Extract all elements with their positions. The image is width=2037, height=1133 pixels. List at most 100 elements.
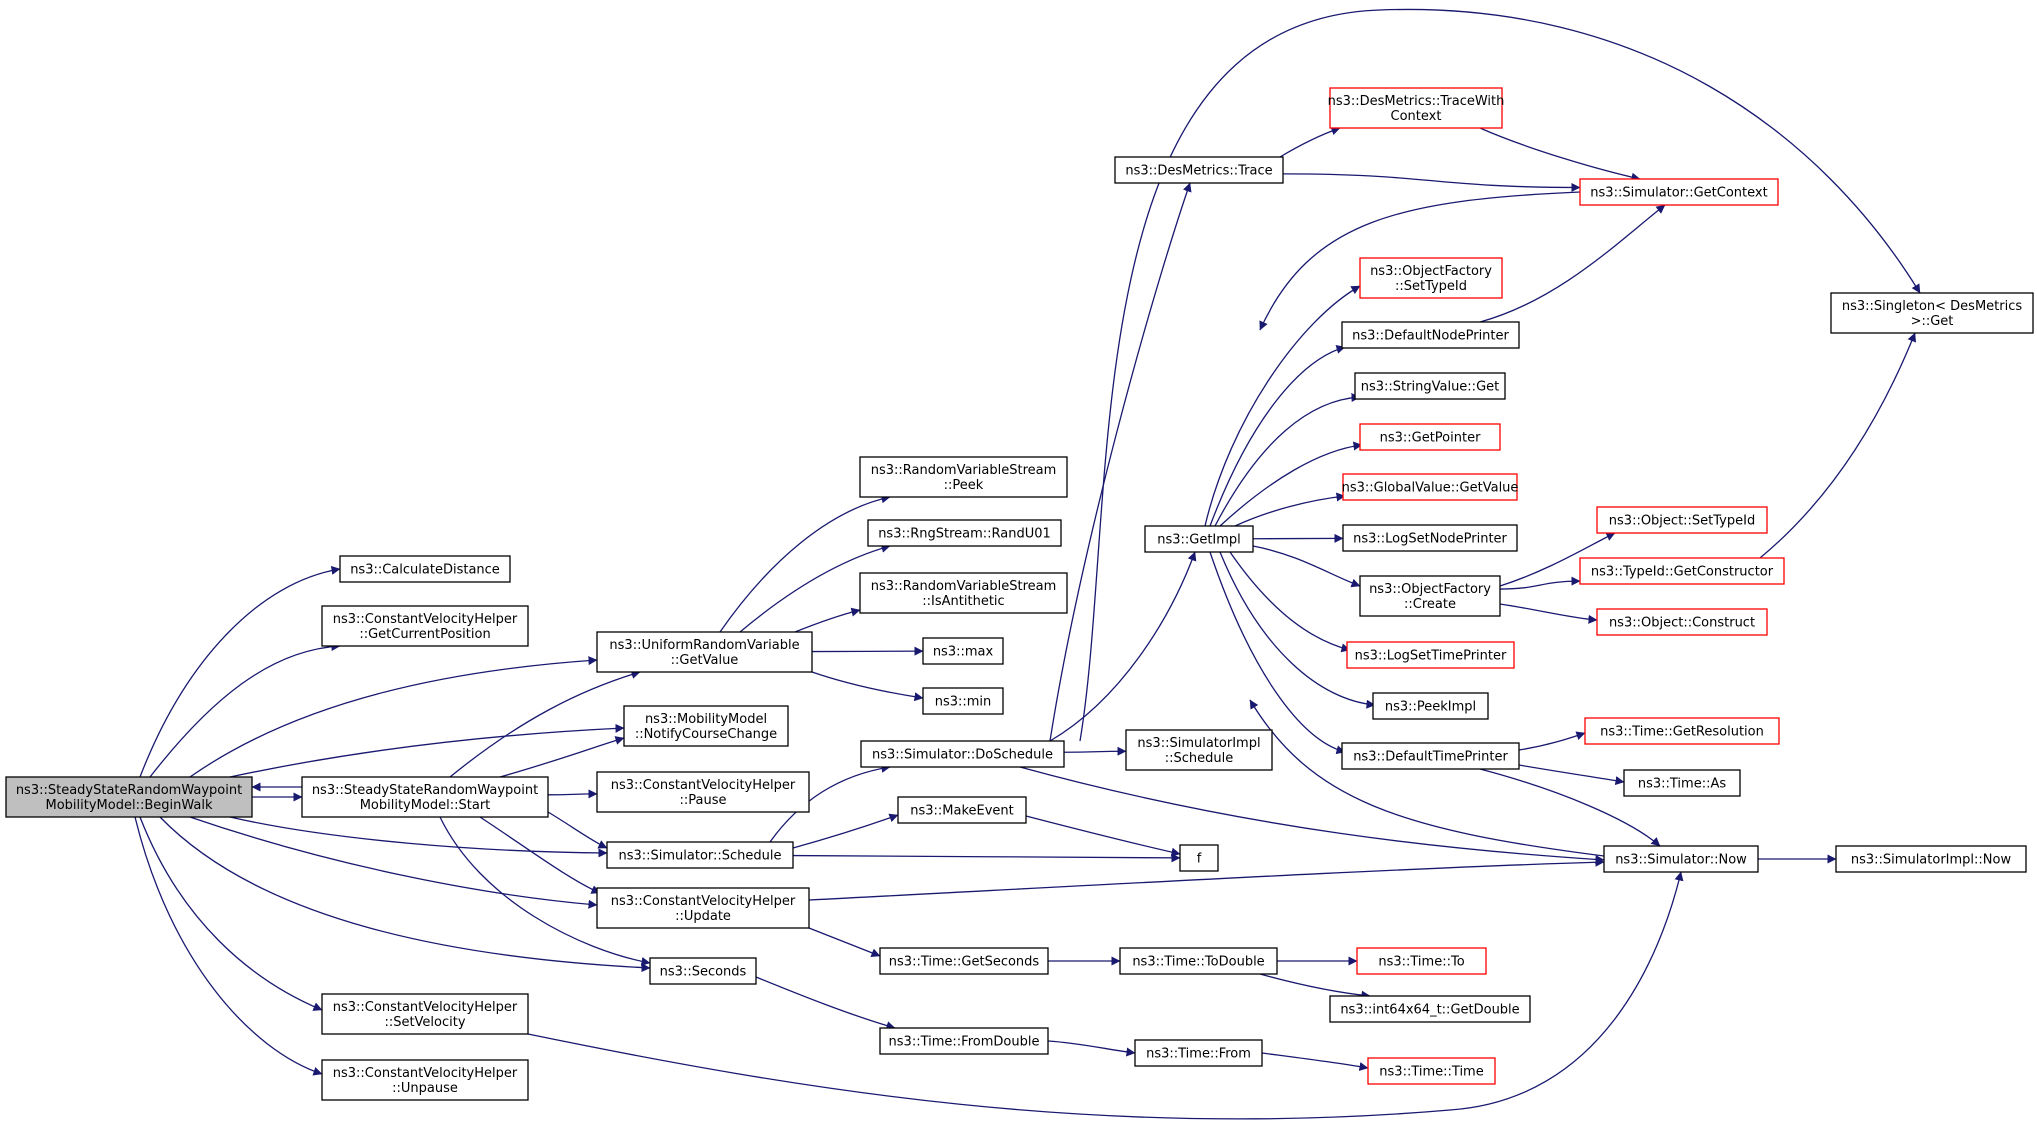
node-box[interactable] [596,771,810,813]
node-box[interactable] [860,740,1065,768]
node-getcurpos[interactable]: ns3::ConstantVelocityHelper::GetCurrentP… [321,605,529,647]
node-pause[interactable]: ns3::ConstantVelocityHelper::Pause [596,771,810,813]
node-notify[interactable]: ns3::MobilityModel::NotifyCourseChange [623,705,789,747]
node-box[interactable] [1835,845,2027,873]
node-box[interactable] [623,705,789,747]
node-getctx[interactable]: ns3::Simulator::GetContext [1579,178,1779,206]
node-seconds[interactable]: ns3::Seconds [649,957,757,985]
node-unpause[interactable]: ns3::ConstantVelocityHelper::Unpause [321,1059,529,1101]
node-box[interactable] [867,519,1062,547]
node-peek[interactable]: ns3::RandomVariableStream::Peek [859,456,1068,498]
node-box[interactable] [859,456,1068,498]
node-getdbl[interactable]: ns3::int64x64_t::GetDouble [1329,995,1531,1023]
node-box[interactable] [1596,608,1768,636]
node-box[interactable] [339,555,511,583]
node-schedule[interactable]: ns3::Simulator::Schedule [606,841,794,869]
node-box[interactable] [321,605,529,647]
node-box[interactable] [1341,321,1520,349]
node-simimplsched[interactable]: ns3::SimulatorImpl::Schedule [1125,729,1273,771]
node-timeto[interactable]: ns3::Time::To [1356,947,1487,975]
node-box[interactable] [1346,641,1515,669]
node-box[interactable] [649,957,757,985]
node-box[interactable] [321,1059,529,1101]
node-gvget[interactable]: ns3::GlobalValue::GetValue [1342,473,1519,501]
node-fromdbl[interactable]: ns3::Time::FromDouble [879,1027,1049,1055]
node-getres[interactable]: ns3::Time::GetResolution [1584,717,1780,745]
node-dosched[interactable]: ns3::Simulator::DoSchedule [860,740,1065,768]
node-update[interactable]: ns3::ConstantVelocityHelper::Update [596,887,810,929]
node-box[interactable] [922,637,1004,665]
node-getctor[interactable]: ns3::TypeId::GetConstructor [1579,557,1785,585]
node-peekimpl[interactable]: ns3::PeekImpl [1372,692,1489,720]
node-box[interactable] [1342,473,1518,501]
node-start[interactable]: ns3::SteadyStateRandomWaypointMobilityMo… [301,776,549,818]
node-box[interactable] [1114,156,1284,184]
node-box[interactable] [1329,87,1503,129]
node-box[interactable] [1356,947,1487,975]
node-box[interactable] [596,631,813,673]
node-box[interactable] [5,776,253,818]
node-box[interactable] [922,687,1004,715]
node-begin[interactable]: ns3::SteadyStateRandomWaypointMobilityMo… [5,776,253,818]
node-box[interactable] [1372,692,1489,720]
node-urvget[interactable]: ns3::UniformRandomVariable::GetValue [596,631,813,673]
node-objsettype[interactable]: ns3::Object::SetTypeId [1596,506,1768,534]
node-box[interactable] [1596,506,1768,534]
node-box[interactable] [606,841,794,869]
node-defnodeprn[interactable]: ns3::DefaultNodePrinter [1341,321,1520,349]
node-f[interactable]: f [1179,844,1219,872]
node-box[interactable] [1342,524,1518,552]
node-simimplnow[interactable]: ns3::SimulatorImpl::Now [1835,845,2027,873]
node-box[interactable] [1354,372,1506,400]
node-max[interactable]: ns3::max [922,637,1004,665]
node-box[interactable] [1623,769,1741,797]
node-makeevent[interactable]: ns3::MakeEvent [897,796,1027,824]
node-singleton[interactable]: ns3::Singleton< DesMetrics>::Get [1830,292,2034,334]
node-desmtrace[interactable]: ns3::DesMetrics::Trace [1114,156,1284,184]
node-randu01[interactable]: ns3::RngStream::RandU01 [867,519,1062,547]
node-lognodeprn[interactable]: ns3::LogSetNodePrinter [1342,524,1518,552]
node-timefrom[interactable]: ns3::Time::From [1134,1039,1263,1067]
node-logtimeprn[interactable]: ns3::LogSetTimePrinter [1346,641,1515,669]
node-box[interactable] [1579,557,1785,585]
node-box[interactable] [1603,845,1759,873]
node-getsecs[interactable]: ns3::Time::GetSeconds [879,947,1049,975]
node-box[interactable] [1359,257,1503,299]
node-box[interactable] [1359,423,1501,451]
node-deftimeprn[interactable]: ns3::DefaultTimePrinter [1341,742,1520,770]
node-ofsettype[interactable]: ns3::ObjectFactory::SetTypeId [1359,257,1503,299]
node-box[interactable] [859,572,1068,614]
node-box[interactable] [1125,729,1273,771]
node-simnow[interactable]: ns3::Simulator::Now [1603,845,1759,873]
node-box[interactable] [1134,1039,1263,1067]
node-box[interactable] [1119,947,1278,975]
node-min[interactable]: ns3::min [922,687,1004,715]
node-todouble[interactable]: ns3::Time::ToDouble [1119,947,1278,975]
node-ofcreate[interactable]: ns3::ObjectFactory::Create [1359,575,1501,617]
node-getimpl[interactable]: ns3::GetImpl [1144,525,1254,553]
node-box[interactable] [301,776,549,818]
node-box[interactable] [879,947,1049,975]
node-box[interactable] [897,796,1027,824]
node-box[interactable] [1367,1057,1496,1085]
node-box[interactable] [1830,292,2034,334]
node-objconstruct[interactable]: ns3::Object::Construct [1596,608,1768,636]
node-box[interactable] [879,1027,1049,1055]
node-box[interactable] [1359,575,1501,617]
node-box[interactable] [1341,742,1520,770]
node-isanti[interactable]: ns3::RandomVariableStream::IsAntithetic [859,572,1068,614]
node-box[interactable] [321,993,529,1035]
node-box[interactable] [596,887,810,929]
node-setvel[interactable]: ns3::ConstantVelocityHelper::SetVelocity [321,993,529,1035]
node-getptr[interactable]: ns3::GetPointer [1359,423,1501,451]
node-box[interactable] [1144,525,1254,553]
node-box[interactable] [1179,844,1219,872]
node-box[interactable] [1584,717,1780,745]
node-timetime[interactable]: ns3::Time::Time [1367,1057,1496,1085]
node-box[interactable] [1329,995,1531,1023]
node-strget[interactable]: ns3::StringValue::Get [1354,372,1506,400]
node-timeas[interactable]: ns3::Time::As [1623,769,1741,797]
node-box[interactable] [1579,178,1779,206]
node-calcdist[interactable]: ns3::CalculateDistance [339,555,511,583]
